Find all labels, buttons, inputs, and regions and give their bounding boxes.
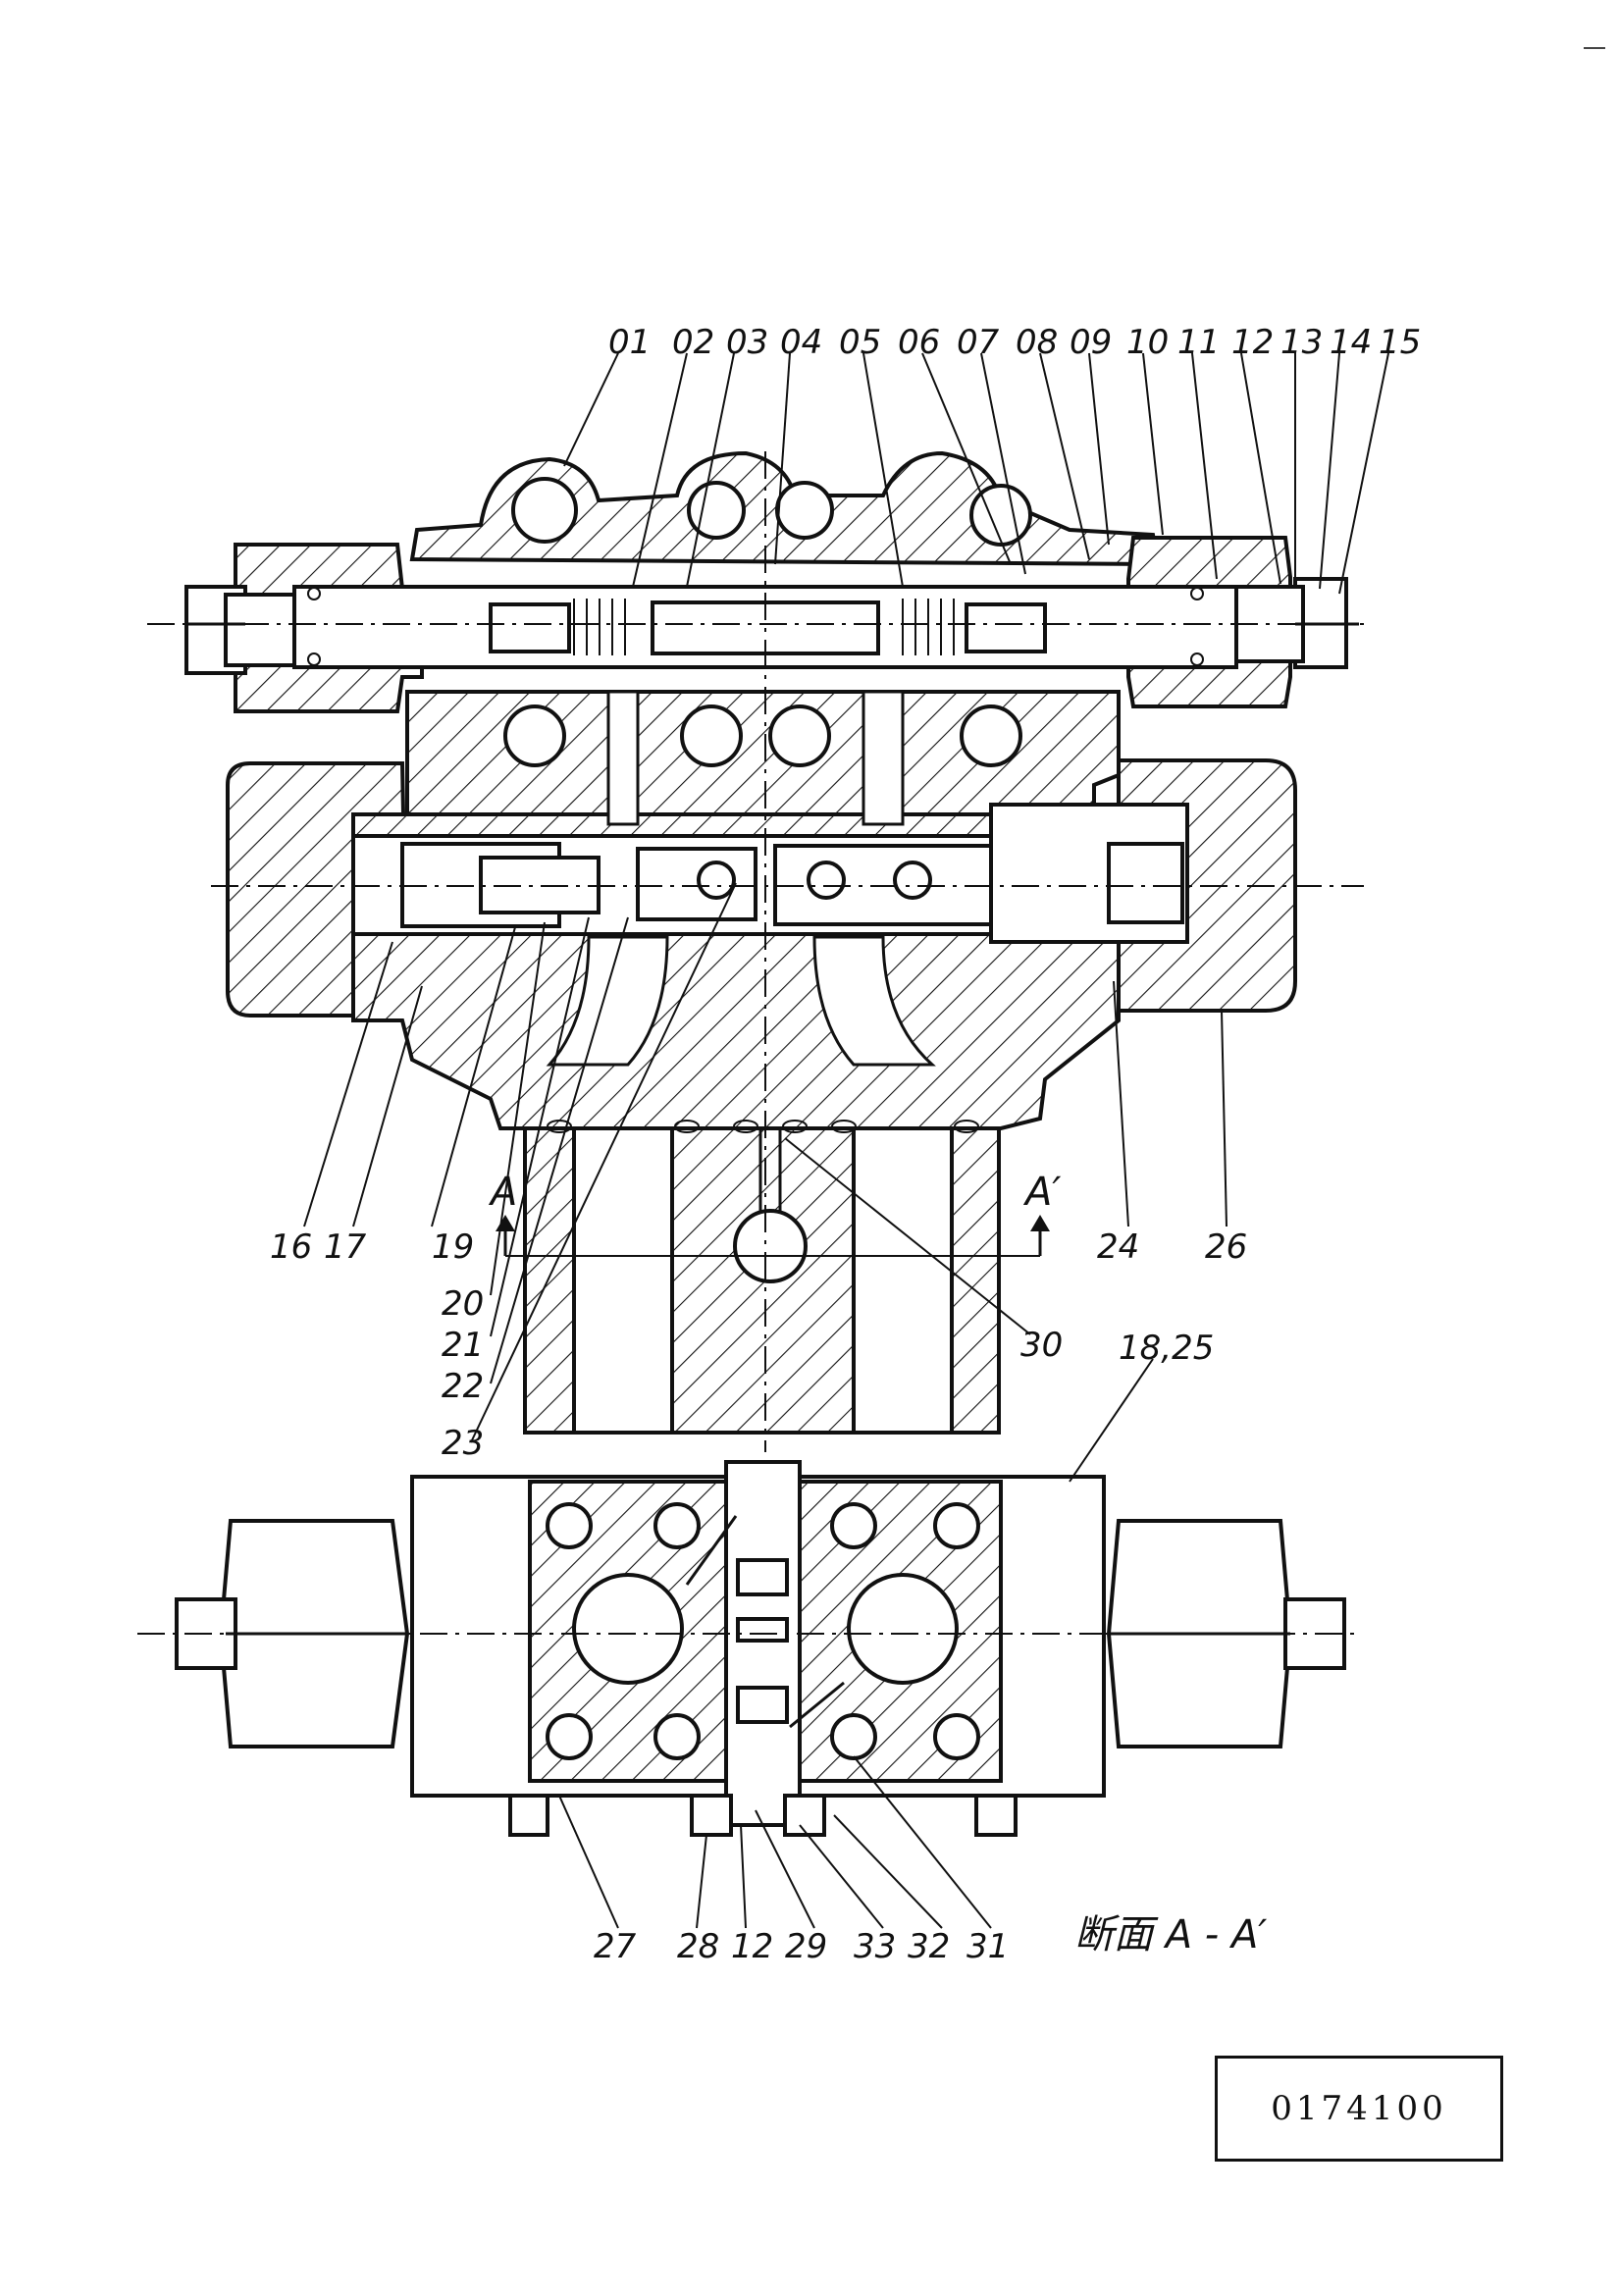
cover-bolt-hole xyxy=(969,484,1032,547)
part-label: 30 xyxy=(1020,1326,1063,1365)
flow-channel-left xyxy=(606,690,640,826)
part-label: 29 xyxy=(785,1927,827,1966)
block-bolt-hole xyxy=(680,704,743,767)
check-valve-seat xyxy=(736,1617,789,1643)
part-label: 18,25 xyxy=(1119,1329,1214,1368)
part-label: 31 xyxy=(966,1927,1009,1966)
top-part-labels: 01 02 03 04 05 06 07 08 09 10 11 12 13 1… xyxy=(608,323,1421,362)
part-label: 09 xyxy=(1070,323,1112,362)
block-bolt-hole xyxy=(960,704,1022,767)
corner-tick xyxy=(1584,47,1605,49)
right-plunger xyxy=(965,602,1047,653)
part-label: 10 xyxy=(1126,323,1169,362)
left-spring xyxy=(573,599,626,655)
section-bolt-hole xyxy=(653,1502,701,1549)
section-mark-left: A xyxy=(488,1170,517,1215)
left-plunger xyxy=(489,602,571,653)
right-piston xyxy=(1107,842,1184,924)
part-label: 24 xyxy=(1097,1227,1139,1267)
cover-bolt-hole xyxy=(511,477,578,544)
left-part-labels: 16 17 19 20 21 22 23 xyxy=(270,1227,484,1463)
top-pilot-section xyxy=(184,450,1359,713)
section-arrow-right xyxy=(1030,1215,1050,1256)
block-bolt-hole xyxy=(503,704,566,767)
cover-bolt-hole xyxy=(775,481,834,540)
part-label: 17 xyxy=(324,1227,367,1267)
part-label: 19 xyxy=(432,1227,474,1267)
section-main-bore-right xyxy=(847,1573,959,1685)
bottom-port-stub xyxy=(690,1794,733,1837)
part-label: 23 xyxy=(442,1424,484,1463)
part-label: 28 xyxy=(677,1927,719,1966)
check-valve-poppet xyxy=(736,1686,789,1724)
part-label: 32 xyxy=(908,1927,950,1966)
part-label: 33 xyxy=(854,1927,896,1966)
section-bolt-hole xyxy=(653,1713,701,1760)
leader-lines xyxy=(303,352,1389,1929)
bottom-port-stub xyxy=(508,1794,549,1837)
spool-land xyxy=(636,847,757,921)
section-bolt-hole xyxy=(546,1502,593,1549)
part-label: 13 xyxy=(1280,323,1323,362)
section-bolt-hole xyxy=(933,1713,980,1760)
bottom-port-stub xyxy=(974,1794,1018,1837)
right-spring xyxy=(902,599,955,655)
check-valve-poppet xyxy=(736,1558,789,1596)
o-ring-row xyxy=(547,1120,979,1133)
part-label: 21 xyxy=(442,1326,484,1365)
return-passage-left xyxy=(546,935,669,1067)
cover-bolt-hole xyxy=(687,481,746,540)
part-label: 07 xyxy=(957,323,1000,362)
part-label: 04 xyxy=(780,323,822,362)
part-label: 15 xyxy=(1379,323,1421,362)
flow-channel-right xyxy=(862,690,905,826)
return-passage-right xyxy=(812,935,936,1067)
spool-orifice xyxy=(893,861,932,900)
part-label: 08 xyxy=(1016,323,1058,362)
part-label: 06 xyxy=(898,323,940,362)
part-label: 05 xyxy=(839,323,881,362)
left-screw-nut xyxy=(224,593,306,667)
part-label: 11 xyxy=(1177,323,1220,362)
lower-port-left xyxy=(572,1126,674,1435)
section-bolt-hole xyxy=(546,1713,593,1760)
part-label: 02 xyxy=(672,323,714,362)
spool-orifice xyxy=(807,861,846,900)
central-check-valve xyxy=(724,1460,802,1827)
lower-center-bore xyxy=(733,1209,808,1283)
section-main-bore-left xyxy=(572,1573,684,1685)
right-part-labels: 24 26 30 18,25 xyxy=(1020,1227,1247,1368)
part-label: 26 xyxy=(1205,1227,1247,1267)
section-bolt-hole xyxy=(830,1502,877,1549)
lower-port-right xyxy=(852,1126,954,1435)
block-bolt-hole xyxy=(768,704,831,767)
part-label: 20 xyxy=(442,1284,484,1324)
section-bolt-hole xyxy=(830,1713,877,1760)
section-arrow-left xyxy=(496,1215,515,1256)
bottom-part-labels: 27 28 12 29 33 32 31 xyxy=(594,1927,1009,1966)
section-bolt-hole xyxy=(933,1502,980,1549)
part-label: 12 xyxy=(731,1927,773,1966)
main-valve-body xyxy=(147,451,1364,1452)
part-label: 01 xyxy=(608,323,651,362)
bottom-port-stub xyxy=(783,1794,826,1837)
part-label: 12 xyxy=(1231,323,1274,362)
section-mark-right: A′ xyxy=(1022,1170,1061,1215)
part-label: 03 xyxy=(726,323,768,362)
section-caption: 断面 A - A′ xyxy=(1074,1912,1267,1957)
document-number: 0174100 xyxy=(1215,2056,1503,2162)
section-aa-view xyxy=(137,1460,1354,1837)
part-label: 27 xyxy=(594,1927,637,1966)
part-label: 14 xyxy=(1330,323,1372,362)
part-label: 16 xyxy=(270,1227,312,1267)
part-label: 22 xyxy=(442,1367,484,1406)
spool-orifice xyxy=(697,861,736,900)
